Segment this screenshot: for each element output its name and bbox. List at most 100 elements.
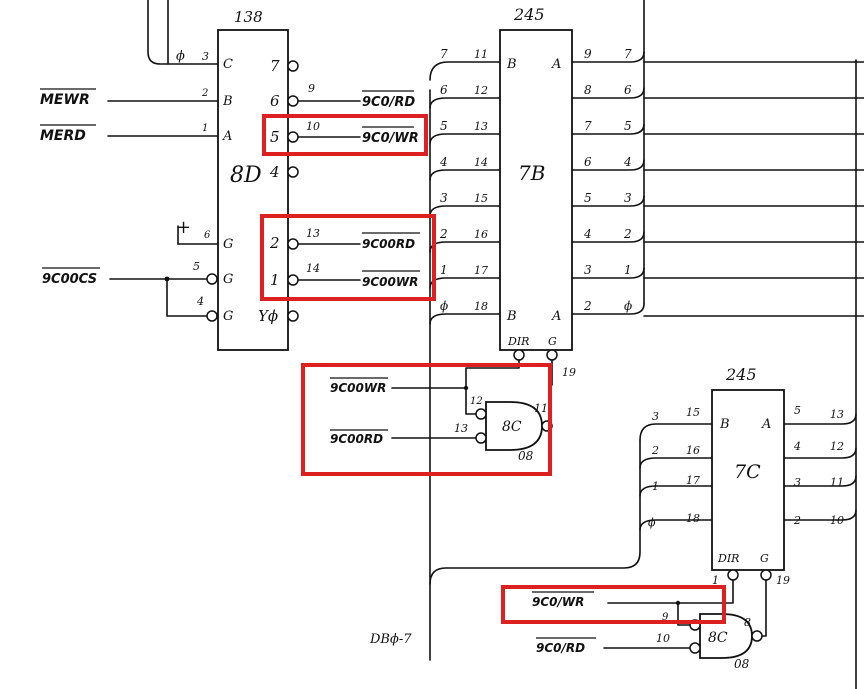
highlight-9c00-rd-wr: [260, 214, 436, 301]
u245a-bus-2: 2: [439, 227, 448, 241]
wire-g4: [166, 278, 209, 317]
u245b-type: 245: [725, 365, 757, 384]
u245b-dir-pin: 1: [712, 574, 719, 587]
gate2-in-a-wire: [677, 602, 691, 626]
u245a-type: 245: [513, 5, 545, 24]
u245a-body: [499, 29, 573, 351]
u245b-right-nums: 5 4 3 2: [793, 404, 801, 527]
u138-pin-4: 4: [269, 163, 280, 181]
gate2-in-a-net: 9C0/WR: [532, 595, 584, 609]
u245b-bus-1: 1: [652, 480, 659, 493]
u245a-rbus-6: 6: [624, 83, 632, 97]
u245a-g-pin: 19: [562, 366, 576, 379]
9c0rd-signal: 9C0/RD: [362, 95, 415, 110]
9c0wr-signal: 9C0/WR: [362, 131, 419, 146]
gate2-in-b-net: 9C0/RD: [536, 641, 585, 655]
u245a-label-b: B: [506, 57, 517, 72]
u245a-rbus-2: 2: [623, 227, 632, 241]
u138-pin-2: 2: [269, 234, 280, 252]
u138-pin-b: B: [222, 94, 233, 109]
highlight-9c0wr-gate2: [501, 585, 726, 624]
u245b-pin16: 16: [686, 444, 700, 457]
9c00rd-signal: 9C00RD: [362, 237, 415, 251]
gate2-dir-wire: [607, 579, 734, 604]
u138-g4-num: 4: [196, 295, 204, 308]
u245b-label-b: B: [719, 417, 730, 432]
u138-pin-g2: G: [223, 272, 233, 287]
u138-out1-num: 14: [306, 262, 320, 275]
u245b-left-nums: 15 16 17 18: [686, 406, 700, 525]
highlight-boxes: [260, 114, 726, 624]
u245a-pin17: 17: [474, 264, 488, 277]
u245a-rbus-1: 1: [624, 263, 632, 277]
u245a-pin12: 12: [474, 84, 488, 97]
u245a-pin14: 14: [474, 156, 488, 169]
u138-pin-6: 6: [270, 92, 280, 110]
u138-pin-5: 5: [270, 128, 280, 146]
u245a-g-label: G: [548, 335, 557, 348]
u245b-pin2: 2: [793, 514, 801, 527]
u245b-left-taps: [639, 423, 713, 531]
u245a-rbus-4: 4: [623, 155, 632, 169]
u245a-bus-4: 4: [439, 155, 448, 169]
u138-c-net: ϕ: [176, 49, 185, 64]
gate1-out-num: 11: [534, 402, 548, 415]
u245b-bus-labels: 3 2 1 ϕ: [648, 410, 659, 529]
u245b-bus-3: 3: [652, 410, 659, 423]
u245b-pin5: 5: [794, 404, 801, 417]
gate1-in-b-num: 13: [454, 422, 468, 435]
u245a-rbus-3: 3: [624, 191, 632, 205]
u138-body: [217, 29, 289, 351]
u245a-bus-6: 6: [440, 83, 448, 97]
u245a-bus-7: 7: [440, 47, 448, 61]
u245a-pin7: 7: [584, 119, 592, 133]
u245a-pin3: 3: [584, 263, 592, 277]
gate2-in-a-num: 9: [662, 612, 669, 623]
gate1-in-a-num: 12: [470, 396, 483, 407]
u138-pin-a: A: [222, 129, 232, 144]
u245b-rbus-11: 11: [830, 476, 844, 489]
u245b-right-bus: 13 12 11 10: [830, 408, 844, 527]
u245a-label-b2: B: [506, 309, 517, 324]
u245b-g-label: G: [760, 552, 769, 565]
u138-g5-num: 5: [193, 260, 200, 273]
u245a-right-bus: 7 6 5 4 3 2 1 ϕ: [623, 47, 632, 313]
gate1-ref: 8C: [502, 419, 522, 435]
u138-out6-num: 9: [308, 82, 315, 95]
u245a-pin13: 13: [474, 120, 488, 133]
u245a-pin2: 2: [583, 299, 592, 313]
u138-pin-g1: G: [223, 237, 233, 252]
u245b-g-pin: 19: [776, 574, 790, 587]
highlight-9c0wr: [262, 114, 428, 156]
u245a-pin15: 15: [474, 192, 488, 205]
u138-type: 138: [234, 8, 263, 26]
u138-pin-c: C: [223, 57, 233, 72]
u245a-pin5: 5: [584, 191, 592, 205]
u245b-ref: 7C: [734, 461, 761, 483]
9c00cs-signal: 9C00CS: [42, 272, 97, 287]
data-bus-label: DBϕ-7: [369, 632, 412, 647]
u245a-label-a2: A: [551, 309, 561, 324]
u138-a-num: 1: [202, 123, 208, 134]
u245a-ref: 7B: [518, 161, 545, 185]
u245a-bus-0: ϕ: [440, 299, 448, 313]
gate1-in-a-wire: [391, 387, 477, 415]
u138-pin-7: 7: [270, 57, 280, 75]
u245b-pin18: 18: [686, 512, 700, 525]
wire-c-input: [147, 0, 219, 65]
u245a-dir-label: DIR: [507, 335, 529, 348]
u245a-pin9: 9: [584, 47, 592, 61]
u245b-rbus-12: 12: [830, 440, 844, 453]
u245a-bus-1: 1: [440, 263, 448, 277]
u245a-pin6: 6: [584, 155, 592, 169]
u138-out2-num: 13: [306, 227, 320, 240]
gate2-ref: 8C: [708, 630, 728, 646]
9c00wr-signal: 9C00WR: [362, 275, 418, 289]
u245b-body: [711, 389, 785, 571]
gate2-type: 08: [734, 657, 750, 671]
u245b-rbus-10: 10: [830, 514, 844, 527]
gate2-in-b-num: 10: [656, 632, 670, 645]
u245b-dir-label: DIR: [717, 552, 739, 565]
mewr-signal: MEWR: [40, 92, 90, 108]
